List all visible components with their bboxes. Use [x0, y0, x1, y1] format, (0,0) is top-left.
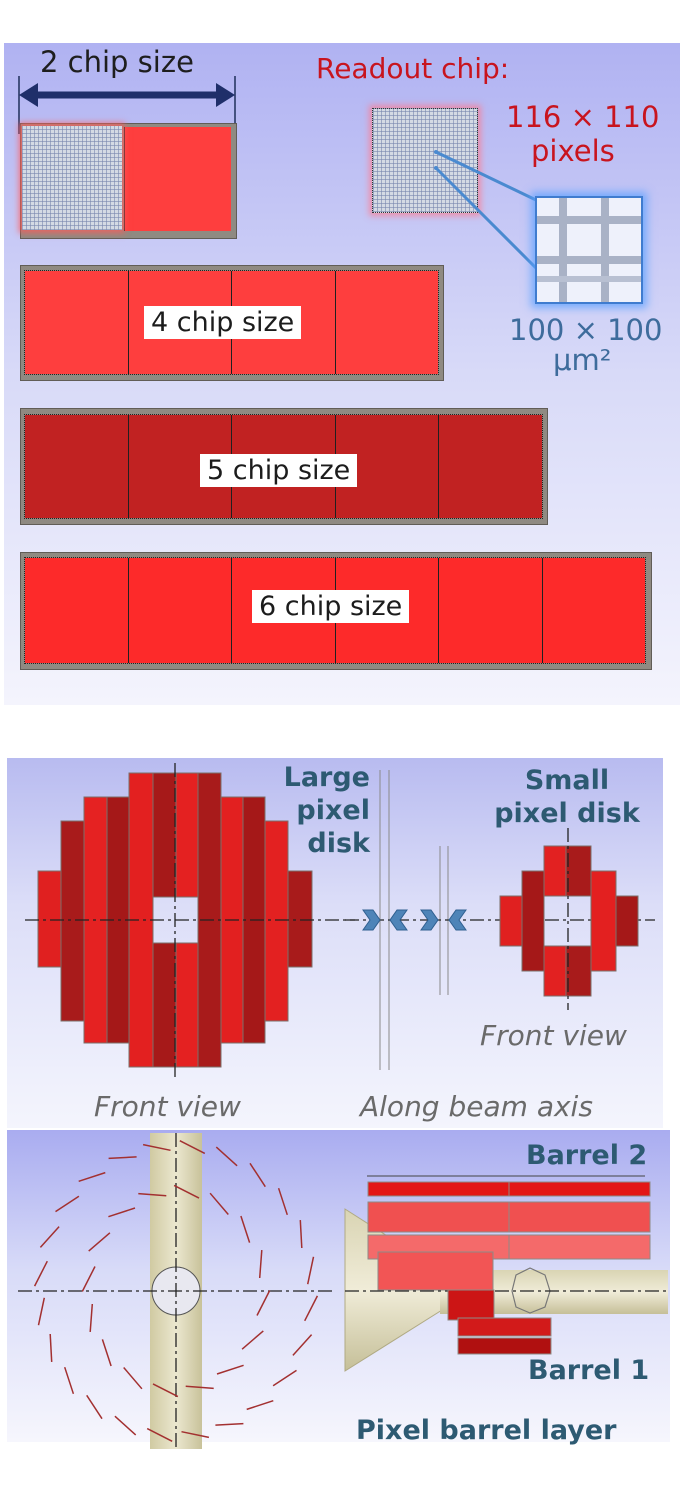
large-pixel-disk — [37, 772, 313, 1068]
chip — [439, 558, 543, 663]
barrel-ladder — [215, 1422, 244, 1426]
barrel-ladder — [272, 1369, 297, 1387]
barrel-ladder — [108, 1207, 136, 1218]
barrel-ladder — [306, 1256, 315, 1285]
barrel-ladder — [86, 1394, 103, 1420]
barrel-ladder — [49, 1333, 53, 1362]
small-disk-front-view-label: Front view — [480, 1019, 627, 1052]
barrel-2-side — [367, 1175, 651, 1260]
four-chip-label: 4 chip size — [144, 306, 302, 339]
barrel-ladder — [246, 1399, 274, 1411]
barrel-ladder — [55, 1195, 80, 1213]
barrel-ladder — [146, 1427, 173, 1442]
barrel-ladder — [138, 1192, 167, 1197]
barrel-ladder — [173, 1184, 200, 1199]
six-chip-label: 6 chip size — [252, 590, 410, 623]
beam-axis-label: Along beam axis — [360, 1090, 593, 1123]
large-pixel-disk-label: Large pixel disk — [283, 762, 370, 859]
pixel-count: 116 × 110 — [506, 100, 660, 134]
barrel-ladder — [256, 1290, 271, 1316]
barrel-ladder — [277, 1187, 289, 1216]
barrel-ladder — [108, 1156, 137, 1160]
chip — [25, 558, 129, 663]
barrel-ladder — [88, 1232, 111, 1252]
barrel-1-label: Barrel 1 — [528, 1355, 650, 1386]
barrel-ladder — [292, 1334, 313, 1356]
barrel-ladder — [152, 1383, 179, 1398]
six-chip-module — [24, 557, 646, 664]
barrel-ladder — [179, 1140, 206, 1155]
pixel-barrel-layer-label: Pixel barrel layer — [356, 1415, 617, 1446]
barrel-ladder — [240, 1215, 251, 1243]
barrel-ladder — [37, 1297, 46, 1326]
barrel-2-label: Barrel 2 — [526, 1140, 648, 1171]
chip — [335, 271, 438, 374]
two-chip-right-chip — [124, 127, 231, 231]
barrel-ladder — [215, 1146, 238, 1167]
barrel-ladder — [78, 1171, 106, 1183]
two-chip-pixel-chip — [22, 126, 122, 230]
beam-arrows — [362, 909, 467, 931]
barrel-ladder — [304, 1295, 319, 1322]
barrel-ladder — [63, 1366, 75, 1395]
chip — [25, 415, 129, 518]
small-pixel-disk-label: Small pixel disk — [494, 765, 640, 829]
barrel-ladder — [216, 1364, 244, 1375]
barrel-ladder — [299, 1220, 303, 1249]
barrel-ladders-front — [33, 1140, 319, 1442]
five-chip-module — [24, 414, 543, 519]
five-chip-label: 5 chip size — [200, 454, 358, 487]
barrel-ladder — [89, 1303, 94, 1332]
pixel-size: 100 × 100 — [509, 313, 663, 347]
barrel-ladder — [185, 1385, 214, 1390]
chip — [439, 415, 542, 518]
barrel-ladder — [123, 1367, 143, 1390]
large-disk-front-view-label: Front view — [94, 1090, 241, 1123]
pixel-unit: μm² — [553, 343, 612, 377]
barrel-1-side — [377, 1251, 552, 1355]
barrel-ladder — [249, 1162, 266, 1188]
barrel-ladder — [241, 1330, 264, 1350]
barrel-ladder — [33, 1260, 48, 1287]
barrel-ladder — [101, 1339, 112, 1367]
barrel-ladder — [81, 1266, 96, 1292]
barrel-ladder — [142, 1143, 171, 1152]
chip — [128, 558, 232, 663]
two-chip-size-label: 2 chip size — [40, 45, 194, 79]
pixels-word: pixels — [531, 134, 615, 168]
barrel-ladder — [181, 1430, 210, 1439]
barrel-ladder — [258, 1250, 263, 1279]
chip — [542, 558, 645, 663]
barrel-ladder — [39, 1226, 60, 1248]
barrel-ladder — [114, 1415, 137, 1436]
readout-chip-title: Readout chip: — [316, 52, 510, 85]
small-pixel-disk — [499, 845, 639, 997]
pixel-zoom — [535, 196, 643, 304]
barrel-ladder — [209, 1192, 229, 1215]
readout-chip — [372, 108, 478, 213]
chip — [25, 271, 129, 374]
